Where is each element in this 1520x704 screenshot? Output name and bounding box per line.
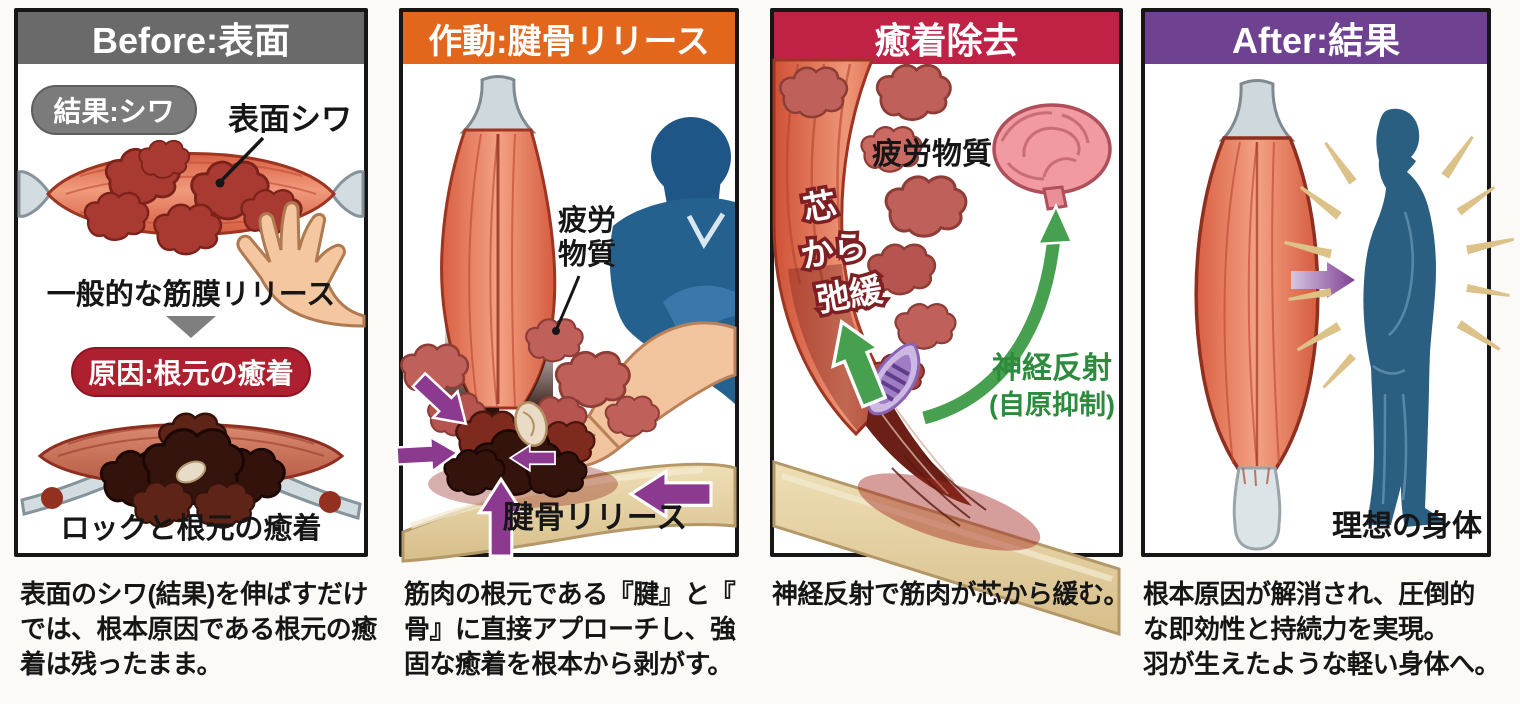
caption-line: 神経反射で筋肉が芯から緩む。 <box>772 579 1130 609</box>
brain-icon <box>992 103 1112 211</box>
fatigue-label: 疲労物質 <box>872 138 992 171</box>
tendon-end-ring <box>319 491 341 513</box>
cause-badge: 原因:根元の癒着 <box>71 347 311 397</box>
adhesion-knot <box>99 412 286 529</box>
leader-dot <box>215 178 225 188</box>
panel-action-body: 疲労 物質 腱骨リリース <box>394 64 737 563</box>
caption-removal: 神経反射で筋肉が芯から緩む。 <box>772 577 1130 612</box>
body-contour-lines <box>1372 211 1414 505</box>
nerve-reflex-arrow <box>921 203 1074 428</box>
down-triangle-icon <box>166 316 216 338</box>
caption-action: 筋肉の根元である『腱』と『 骨』に直接アプローチし、強 固な癒着を根本から剥がす… <box>404 577 736 682</box>
removal-illustration: 疲労物質 芯 から 弛緩 <box>772 58 1121 637</box>
general-release-label: 一般的な筋膜リリース <box>47 277 336 311</box>
caption-line: では、根本原因である根元の癒 <box>20 614 377 644</box>
muscle-adhesion-illustration <box>20 412 362 529</box>
panel-before-header: Before:表面 <box>18 12 364 64</box>
panel-after-body: 理想の身体 <box>1145 64 1515 553</box>
surface-wrinkle-label: 表面シワ <box>228 102 352 137</box>
svg-text:芯: 芯 <box>800 185 839 227</box>
caption-line: 根本原因が解消され、圧倒的 <box>1143 579 1475 609</box>
collar-line <box>686 212 726 249</box>
tendon-coil <box>514 401 548 447</box>
panel-removal-header: 癒着除去 <box>774 12 1119 64</box>
result-badge: 結果:シワ <box>31 85 197 135</box>
panel-removal: 癒着除去 <box>770 8 1123 637</box>
nerve-reflex-label: 神経反射 <box>992 351 1112 385</box>
tendon-end-ring <box>41 487 63 509</box>
hand-icon <box>236 201 366 328</box>
lock-adhesion-label: ロックと根元の癒着 <box>60 511 321 545</box>
bone-illustration <box>772 453 1121 637</box>
panel-action-header: 作動:腱骨リリース <box>403 12 735 64</box>
tendon-release-label: 腱骨リリース <box>503 500 687 535</box>
panel-removal-body: 疲労物質 芯 から 弛緩 <box>772 58 1121 637</box>
caption-line: 固な癒着を根本から剥がす。 <box>404 649 733 679</box>
panel-action: 作動:腱骨リリース <box>394 8 739 563</box>
svg-text:結果:シワ: 結果:シワ <box>53 95 174 127</box>
leader-line <box>220 136 265 182</box>
after-illustration: 理想の身体 <box>1194 79 1515 551</box>
action-illustration: 疲労 物質 腱骨リリース <box>394 75 737 563</box>
ideal-body-label: 理想の身体 <box>1332 510 1483 543</box>
caption-line: 筋肉の根元である『腱』と『 <box>404 579 736 609</box>
panel-before: Before:表面 <box>14 8 368 557</box>
body-silhouette <box>1363 108 1445 528</box>
tendon-bottom <box>1232 466 1282 551</box>
caption-line: な即効性と持続力を実現。 <box>1143 614 1450 644</box>
caption-line: 着は残ったまま。 <box>20 649 223 679</box>
adhesion-knot <box>428 401 618 508</box>
healthy-muscle-illustration <box>1194 79 1320 551</box>
caption-before: 表面のシワ(結果)を伸ばすだけ では、根本原因である根元の癒 着は残ったまま。 <box>20 577 377 682</box>
panel-after: After:結果 <box>1141 8 1515 557</box>
panel-before-body: 結果:シワ 表面シワ 一般的な筋膜リリース 原因:根元の癒着 <box>17 64 366 553</box>
caption-after: 根本原因が解消され、圧倒的 な即効性と持続力を実現。 羽が生えたような軽い身体へ… <box>1143 577 1501 682</box>
autogenic-inhibition-label: (自原抑制) <box>989 389 1115 420</box>
caption-line: 骨』に直接アプローチし、強 <box>404 614 736 644</box>
fatigue-label: 疲労 物質 <box>552 203 616 335</box>
caption-line: 表面のシワ(結果)を伸ばすだけ <box>20 579 368 609</box>
before-illustration: 結果:シワ 表面シワ 一般的な筋膜リリース 原因:根元の癒着 <box>17 85 366 545</box>
svg-text:疲労: 疲労 <box>558 203 616 237</box>
caption-line: 羽が生えたような軽い身体へ。 <box>1143 649 1501 679</box>
panel-after-header: After:結果 <box>1145 12 1487 64</box>
svg-text:物質: 物質 <box>558 238 616 271</box>
svg-text:原因:根元の癒着: 原因:根元の癒着 <box>88 357 293 389</box>
muscle-surface-illustration <box>17 139 366 328</box>
